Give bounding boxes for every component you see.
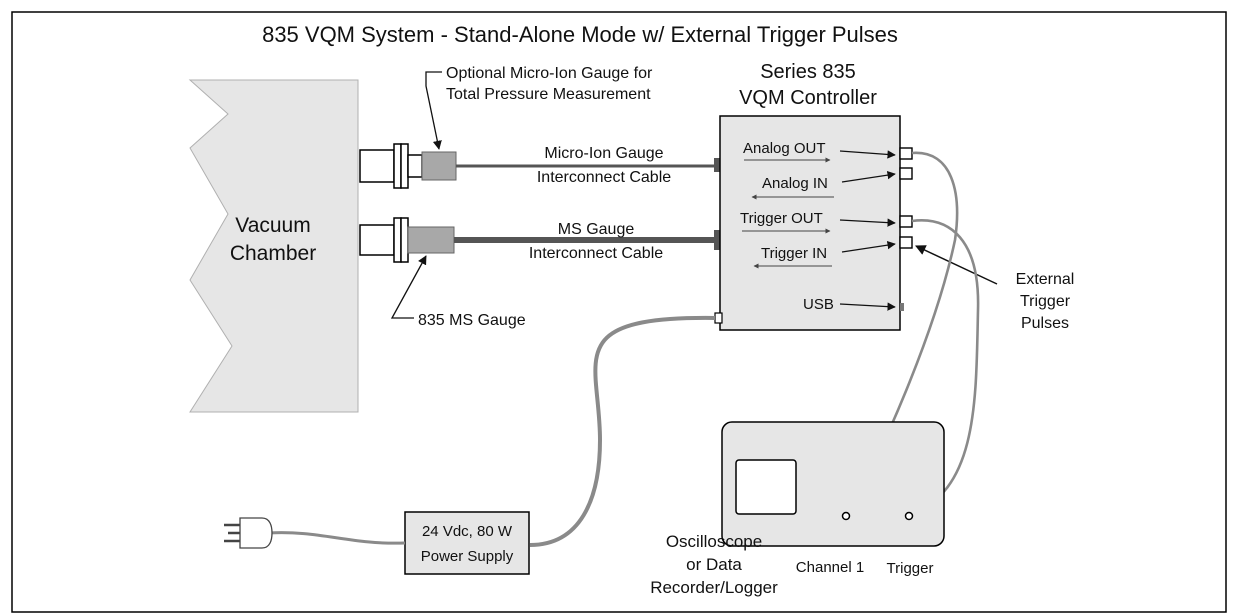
micro-ion-callout-leader bbox=[425, 71, 442, 150]
trigger-input-jack bbox=[904, 511, 914, 521]
ms-cable-label-line2: Interconnect Cable bbox=[529, 245, 663, 262]
micro-ion-cable-connector bbox=[714, 158, 721, 172]
usb-label: USB bbox=[803, 296, 834, 313]
diagram-title: 835 VQM System - Stand-Alone Mode w/ Ext… bbox=[262, 22, 898, 47]
ac-plug-icon bbox=[224, 517, 273, 549]
trigger-in-connector bbox=[899, 236, 913, 249]
ms-gauge-body bbox=[407, 226, 455, 254]
analog-in-pointer bbox=[841, 170, 896, 183]
instrument-label-line2: or Data bbox=[686, 555, 742, 574]
power-cable-to-controller bbox=[529, 315, 716, 547]
controller-title-line1: Series 835 bbox=[760, 61, 856, 83]
ms-cable-label-line1: MS Gauge bbox=[558, 221, 635, 238]
power-supply-box bbox=[404, 511, 530, 575]
external-trigger-pointer bbox=[915, 245, 998, 285]
usb-pointer bbox=[839, 302, 896, 311]
micro-ion-cable-label-line1: Micro-Ion Gauge bbox=[544, 145, 663, 162]
power-supply-label-line1: 24 Vdc, 80 W bbox=[422, 523, 513, 540]
external-trigger-label-line1: External bbox=[1016, 271, 1075, 288]
power-supply-label-line2: Power Supply bbox=[421, 548, 514, 565]
external-trigger-label-line2: Trigger bbox=[1020, 293, 1071, 310]
ac-power-cord bbox=[267, 531, 406, 545]
ms-gauge-flange bbox=[359, 217, 409, 263]
micro-ion-callout-line2: Total Pressure Measurement bbox=[446, 86, 651, 103]
controller-title-line2: VQM Controller bbox=[739, 87, 877, 109]
instrument-label-line1: Oscilloscope bbox=[666, 532, 762, 551]
trigger-jack-label: Trigger bbox=[887, 560, 934, 577]
ms-port-tube bbox=[359, 224, 395, 256]
micro-ion-cable-label-line2: Interconnect Cable bbox=[537, 169, 671, 186]
micro-ion-flange-plate-2 bbox=[400, 143, 409, 189]
trigger-out-pointer bbox=[839, 218, 896, 227]
analog-out-label: Analog OUT bbox=[743, 140, 826, 157]
ms-cable-connector bbox=[714, 230, 722, 250]
trigger-out-label: Trigger OUT bbox=[740, 210, 823, 227]
micro-ion-port-tube bbox=[359, 149, 395, 183]
micro-ion-gauge-body bbox=[421, 151, 457, 181]
usb-connector bbox=[900, 303, 904, 311]
trigger-in-pointer bbox=[841, 240, 896, 253]
ms-flange-plate-1 bbox=[393, 217, 402, 263]
external-trigger-label-line3: Pulses bbox=[1021, 315, 1069, 332]
analog-in-connector bbox=[899, 167, 913, 180]
ms-flange-plate-2 bbox=[400, 217, 409, 263]
analog-in-label: Analog IN bbox=[762, 175, 828, 192]
analog-out-pointer bbox=[839, 150, 896, 159]
oscilloscope-body bbox=[721, 421, 945, 547]
vacuum-chamber-label-line2: Chamber bbox=[230, 242, 316, 265]
trigger-in-label: Trigger IN bbox=[761, 245, 827, 262]
vacuum-chamber: Vacuum Chamber bbox=[188, 79, 359, 413]
ms-gauge-callout-label: 835 MS Gauge bbox=[418, 312, 526, 329]
analog-out-connector bbox=[899, 147, 913, 160]
channel-1-label: Channel 1 bbox=[796, 559, 864, 576]
trigger-out-cable bbox=[909, 219, 980, 517]
ms-gauge-callout-leader bbox=[390, 255, 427, 319]
channel-1-input-jack bbox=[841, 511, 851, 521]
vacuum-chamber-label-line1: Vacuum bbox=[235, 214, 310, 237]
instrument-label-line3: Recorder/Logger bbox=[650, 578, 778, 597]
trigger-out-connector bbox=[899, 215, 913, 228]
micro-ion-callout-line1: Optional Micro-Ion Gauge for bbox=[446, 65, 653, 82]
micro-ion-flange-plate-1 bbox=[393, 143, 402, 189]
power-input-connector bbox=[714, 312, 723, 324]
micro-ion-flange bbox=[359, 143, 423, 189]
diagram-frame bbox=[11, 11, 1227, 613]
micro-ion-neck bbox=[407, 154, 423, 178]
oscilloscope-screen bbox=[735, 459, 797, 515]
vacuum-chamber-shape bbox=[188, 79, 359, 413]
